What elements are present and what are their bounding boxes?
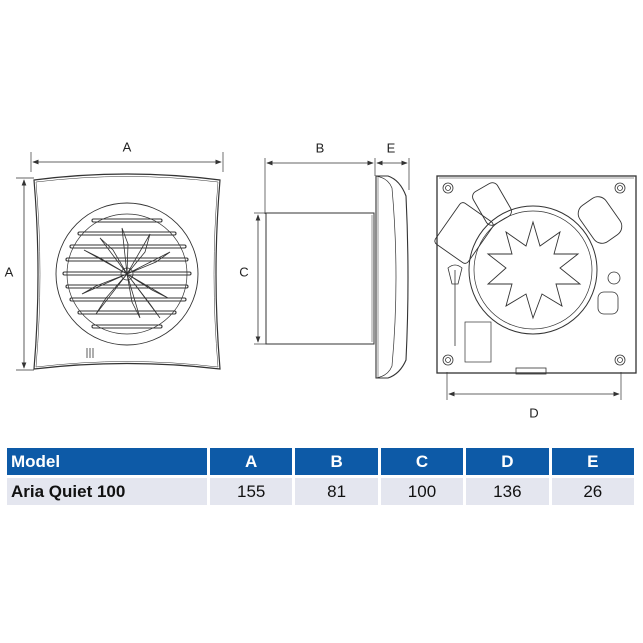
cell-c: 100 [380, 478, 464, 505]
cell-e: 26 [551, 478, 634, 505]
side-view [254, 158, 410, 379]
column-header-d: D [466, 448, 549, 475]
column-header-model: Model [7, 448, 207, 475]
dimension-label-d: D [529, 405, 539, 421]
front-view [16, 152, 224, 371]
dimension-label-a-left: A [4, 264, 14, 280]
fan-dimension-drawing [16, 152, 637, 400]
rear-view [434, 175, 637, 400]
technical-drawing: A A B C E D [4, 139, 637, 421]
dimension-label-e: E [386, 140, 396, 156]
dimension-label-c: C [239, 264, 249, 280]
dimension-label-b: B [315, 140, 325, 156]
dimension-label-a-top: A [122, 139, 132, 155]
column-header-c: C [380, 448, 464, 475]
cell-a: 155 [210, 478, 293, 505]
column-header-e: E [551, 448, 634, 475]
specification-table: Model A B C D E Aria Quiet 100 155 81 10… [4, 445, 637, 508]
cell-model: Aria Quiet 100 [7, 478, 207, 505]
cell-d: 136 [466, 478, 549, 505]
cell-b: 81 [295, 478, 378, 505]
column-header-b: B [295, 448, 378, 475]
table-header-row: Model A B C D E [7, 448, 634, 475]
column-header-a: A [210, 448, 293, 475]
table-row: Aria Quiet 100 155 81 100 136 26 [7, 478, 634, 505]
